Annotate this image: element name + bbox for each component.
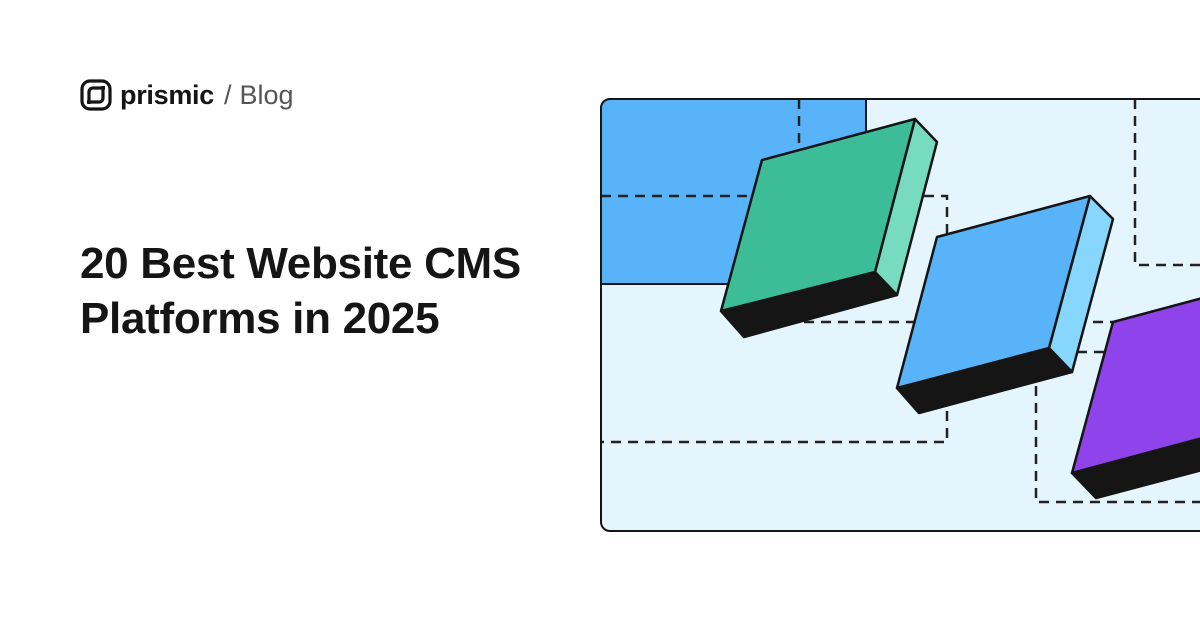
article-title: 20 Best Website CMS Platforms in 2025	[80, 239, 521, 343]
purple-block	[1070, 294, 1200, 500]
brand-name: prismic	[120, 79, 214, 110]
brand-separator: /	[223, 79, 232, 110]
blue-block	[895, 194, 1115, 415]
green-block	[719, 117, 939, 339]
prismic-logo-icon	[80, 79, 112, 111]
blog-link[interactable]: Blog	[239, 79, 294, 110]
brand-header[interactable]: prismic / Blog	[80, 78, 294, 112]
